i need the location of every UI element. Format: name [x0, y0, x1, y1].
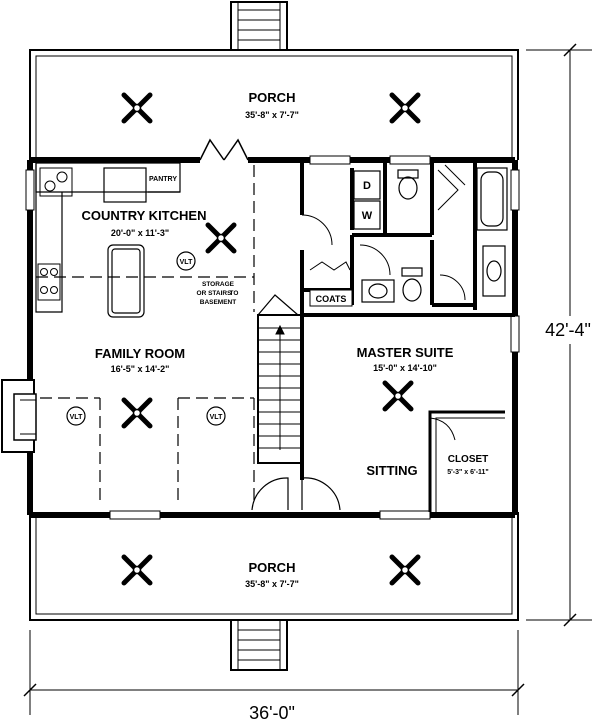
kitchen-size: 20'-0" x 11'-3" [111, 228, 169, 238]
porch-top-name: PORCH [249, 90, 296, 105]
master-sink-icon [482, 245, 506, 297]
bottom-porch-steps [230, 619, 288, 671]
storage-line-1: STORAGE [202, 281, 235, 288]
stair-arrow-icon [275, 324, 285, 450]
closet-walls [428, 410, 505, 512]
porch-bottom-size: 35'-8" x 7'-7" [245, 579, 299, 589]
entry-door [251, 477, 341, 511]
top-porch-outline [29, 49, 519, 160]
vlt-label-kitchen: VLT [180, 259, 193, 266]
master-name: MASTER SUITE [357, 345, 454, 360]
storage-line-2: OR STAIRS [197, 290, 233, 297]
vlt-light-icon [66, 251, 226, 426]
interior-walls [300, 160, 515, 480]
porch-bottom-name: PORCH [249, 560, 296, 575]
washer-label: W [362, 210, 373, 222]
kitchen-name: COUNTRY KITCHEN [82, 208, 207, 223]
coats-label: COATS [316, 294, 347, 304]
vlt-label-family-left: VLT [70, 414, 83, 421]
door-swings [301, 164, 466, 301]
toilet-icon [397, 169, 419, 200]
depth-label-bg [530, 316, 600, 344]
kitchen-double-door [199, 138, 249, 161]
windows [25, 155, 520, 520]
half-bath-sink-icon [361, 279, 395, 303]
family-size: 16'-5" x 14'-2" [111, 364, 170, 374]
porch-top-size: 35'-8" x 7'-7" [245, 110, 299, 120]
storage-door [257, 294, 299, 316]
top-porch-steps [230, 1, 288, 51]
closet-size: 5'-3" x 6'-11" [447, 469, 489, 476]
family-name: FAMILY ROOM [95, 346, 185, 361]
depth-dimension: 42'-4" [545, 320, 591, 340]
ceiling-fan-icon [121, 92, 421, 586]
pantry-label: PANTRY [149, 176, 177, 183]
kitchen-sink-icon [39, 167, 73, 197]
closet-name: CLOSET [448, 454, 489, 465]
half-bath-toilet-icon [401, 267, 423, 302]
bathtub-icon [476, 167, 508, 231]
master-size: 15'-0" x 14'-10" [373, 363, 437, 373]
vlt-label-family-right: VLT [210, 414, 223, 421]
washer-dryer [353, 170, 381, 230]
fan-hubs [132, 103, 410, 575]
kitchen-island [107, 244, 145, 318]
dashed-lines [36, 165, 255, 505]
storage-line-3: TO [230, 290, 239, 297]
width-dimension: 36'-0" [249, 703, 295, 723]
dryer-label: D [363, 180, 371, 192]
width-label-bg [228, 700, 338, 724]
fireplace-icon [1, 379, 37, 453]
coats-box [309, 289, 353, 307]
kitchen-counters [35, 162, 181, 313]
range-icon [37, 263, 61, 301]
width-dimension-line [23, 630, 525, 715]
sitting-name: SITTING [366, 463, 417, 478]
storage-line-4: BASEMENT [200, 299, 237, 306]
